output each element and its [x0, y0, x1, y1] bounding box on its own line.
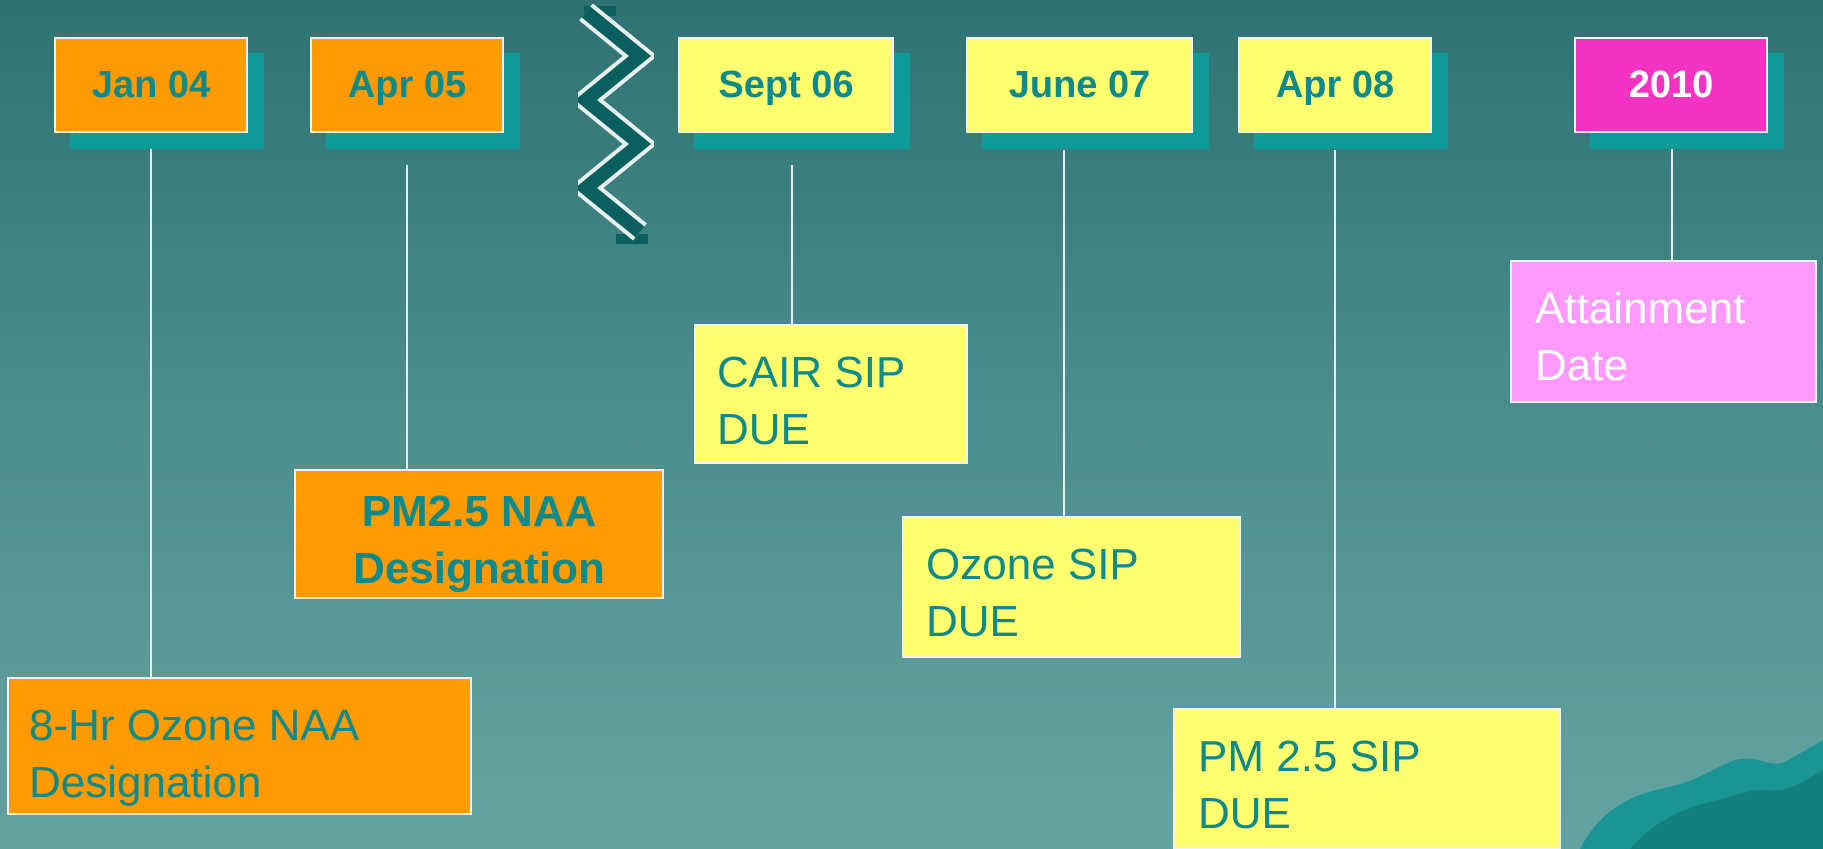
date-label: June 07: [1009, 64, 1151, 107]
event-cair-sip-due: CAIR SIP DUE: [694, 324, 968, 464]
event-ozone-sip-due: Ozone SIP DUE: [902, 516, 1241, 658]
event-text: 8-Hr Ozone NAA Designation: [29, 697, 470, 811]
connector-sept-06: [791, 165, 793, 326]
event-8hr-ozone-naa-designation: 8-Hr Ozone NAA Designation: [7, 677, 472, 815]
event-pm-25-sip-due: PM 2.5 SIP DUE: [1173, 708, 1561, 849]
date-apr-08: Apr 08: [1238, 37, 1432, 133]
event-text: Attainment Date: [1535, 280, 1815, 394]
connector-apr-08: [1334, 150, 1336, 710]
connector-jan-04: [150, 135, 152, 678]
event-text: Ozone SIP DUE: [926, 536, 1239, 650]
zigzag-break-icon: [578, 4, 654, 248]
event-text: CAIR SIP DUE: [717, 344, 966, 458]
date-label: Jan 04: [92, 64, 210, 107]
date-label: Sept 06: [718, 64, 853, 107]
date-june-07: June 07: [966, 37, 1193, 133]
date-sept-06: Sept 06: [678, 37, 894, 133]
connector-apr-05: [406, 165, 408, 471]
event-text: PM2.5 NAA Designation: [296, 483, 662, 597]
wave-decoration-icon: [1560, 740, 1823, 849]
date-label: Apr 08: [1276, 64, 1394, 107]
connector-june-07: [1063, 150, 1065, 517]
date-label: Apr 05: [348, 64, 466, 107]
event-text: PM 2.5 SIP DUE: [1198, 728, 1559, 842]
date-apr-05: Apr 05: [310, 37, 504, 133]
date-label: 2010: [1629, 64, 1714, 107]
date-2010: 2010: [1574, 37, 1768, 133]
event-pm25-naa-designation: PM2.5 NAA Designation: [294, 469, 664, 599]
date-jan-04: Jan 04: [54, 37, 248, 133]
event-attainment-date: Attainment Date: [1510, 260, 1817, 403]
connector-2010: [1671, 135, 1673, 261]
